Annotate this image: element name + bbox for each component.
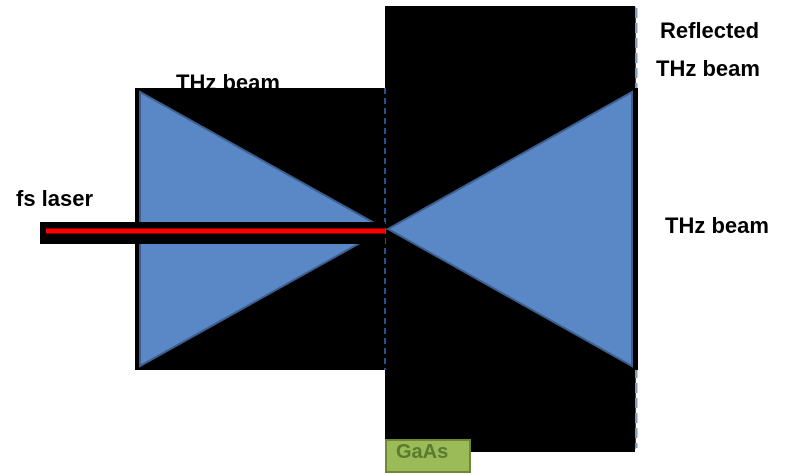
thz-beam-right — [385, 90, 633, 368]
reflected-beam-label-line1: Reflected — [660, 18, 760, 43]
gaas-crystal-label: GaAs — [396, 441, 449, 463]
left-thz-beam-label: THz beam — [176, 70, 280, 95]
fs-laser-label: fs laser — [16, 186, 94, 211]
gaas-label-box — [385, 439, 471, 473]
right-thz-beam-label: THz beam — [665, 213, 769, 238]
reflected-beam-label-line2: THz beam — [656, 56, 760, 81]
